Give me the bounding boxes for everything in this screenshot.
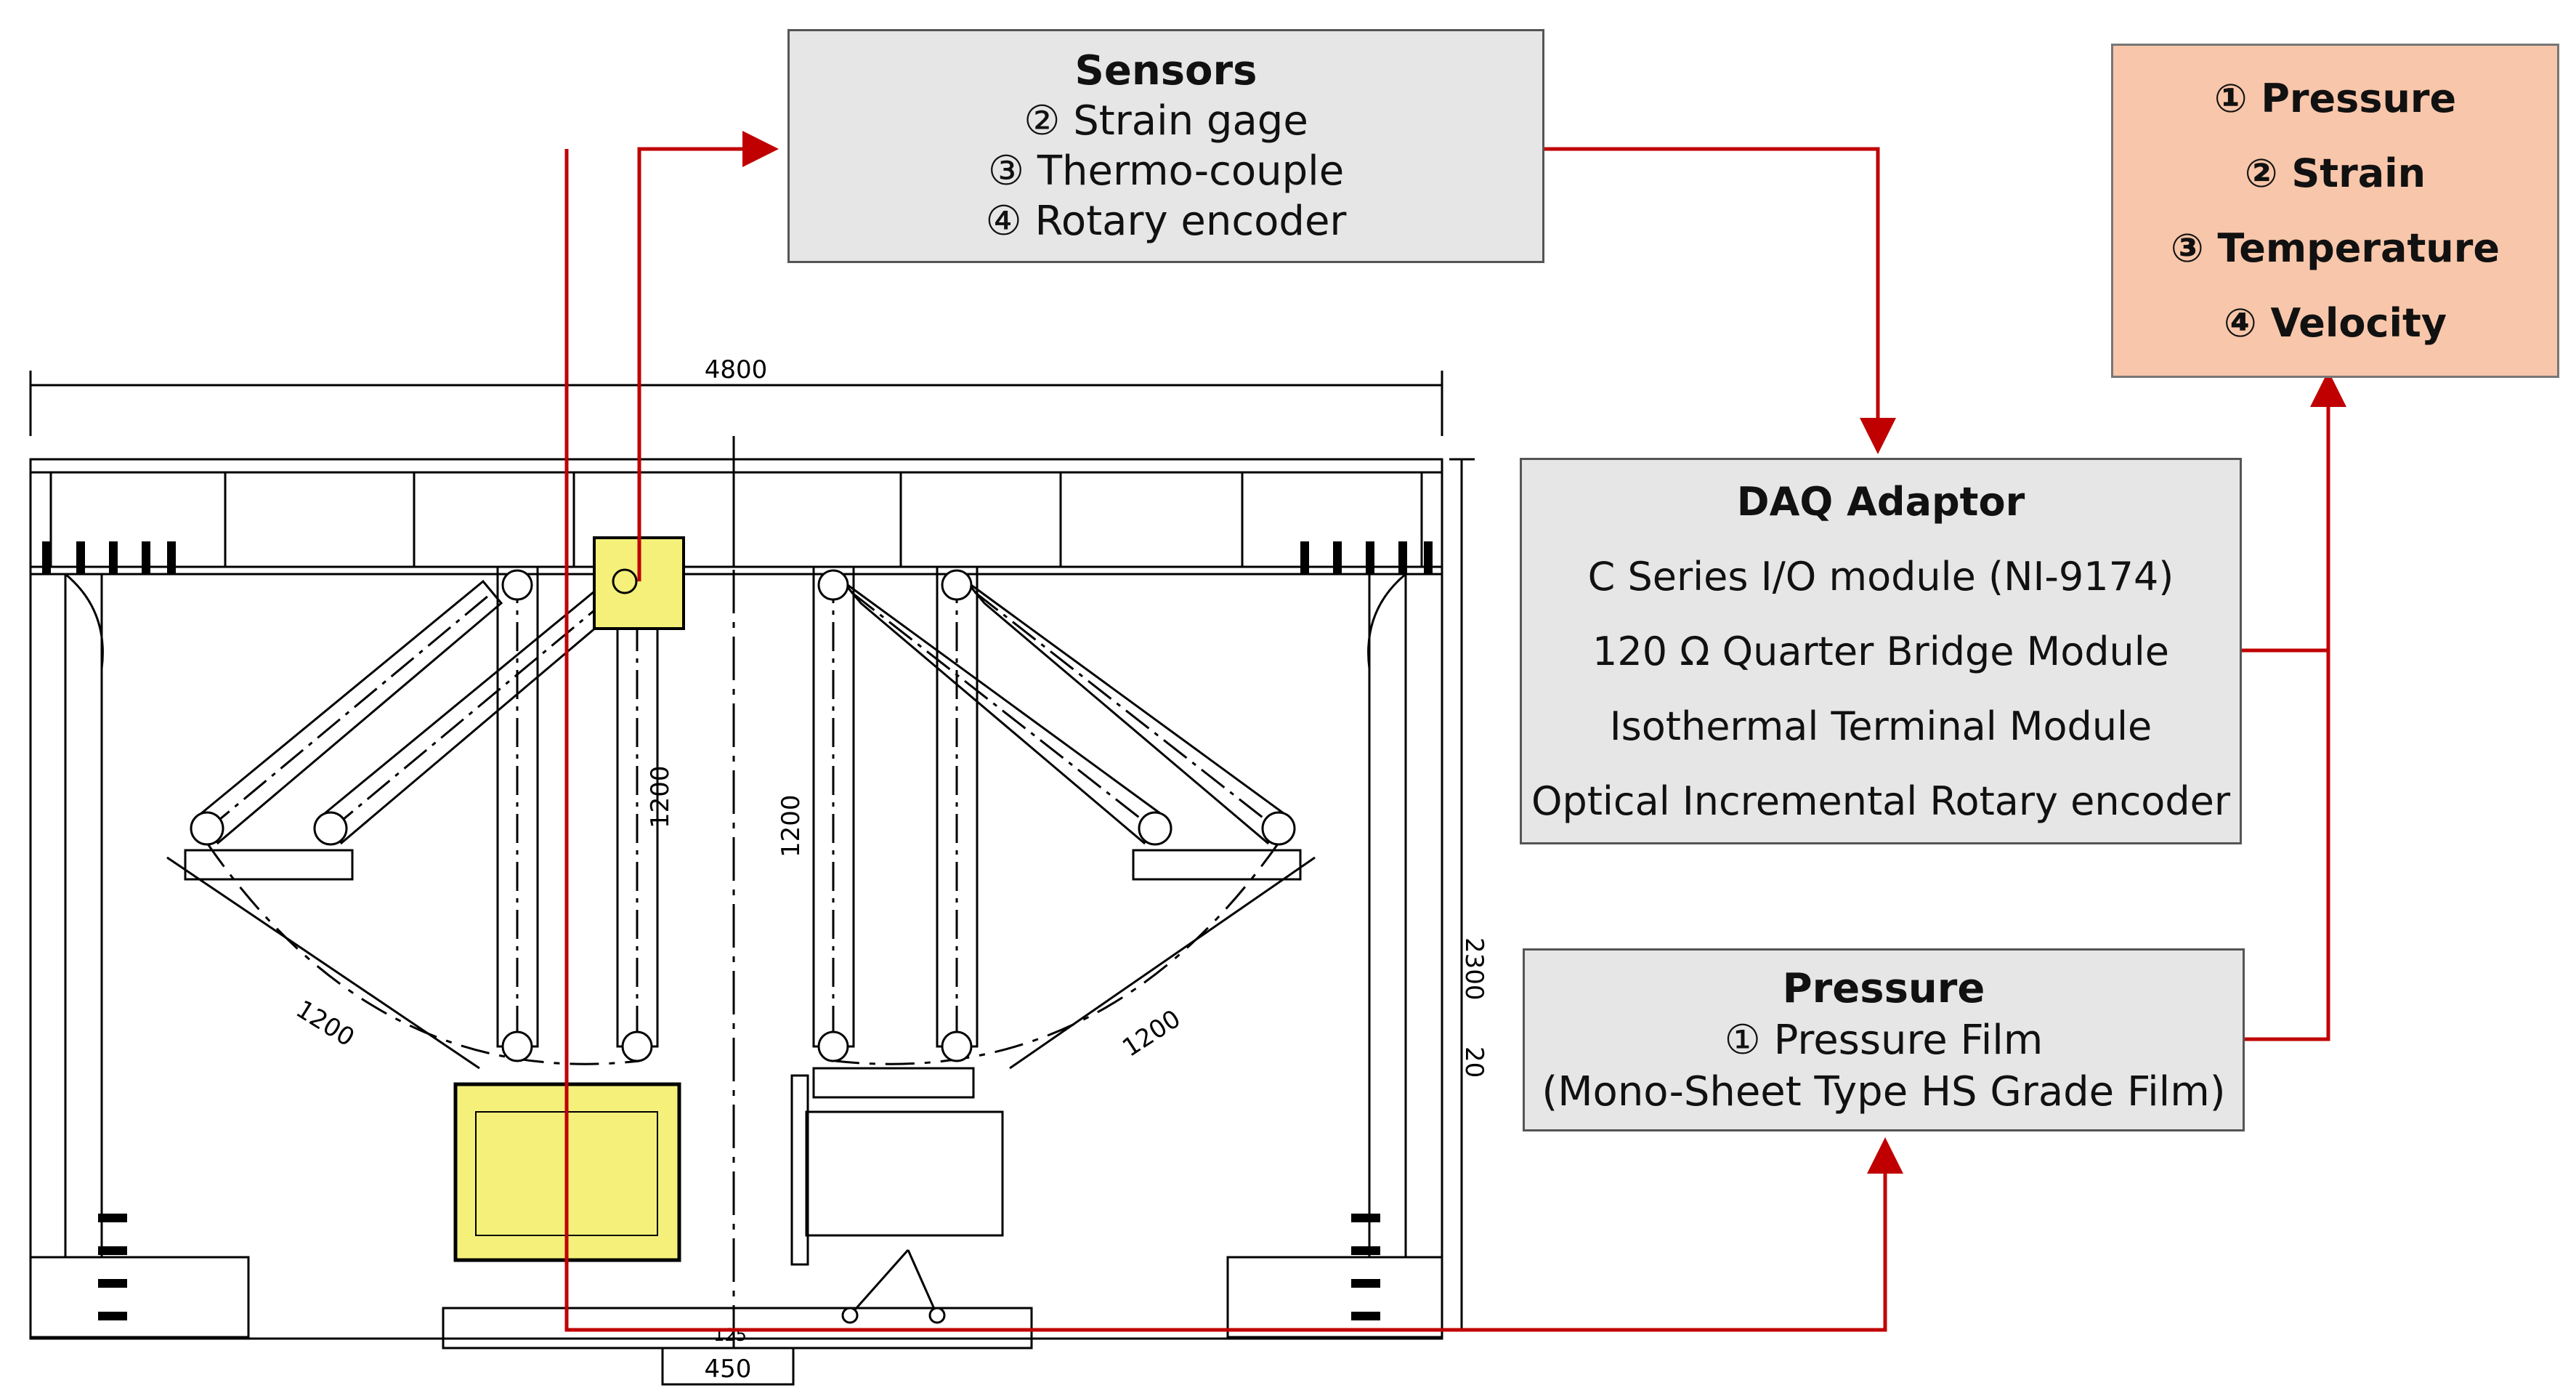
column-height-label-left: 1200 bbox=[646, 765, 675, 828]
sensor-item-thermocouple: ③ Thermo-couple bbox=[987, 148, 1345, 195]
pivot-pins bbox=[190, 569, 1296, 1324]
sensors-title: Sensors bbox=[1074, 47, 1257, 94]
arm-length-label-left: 1200 bbox=[291, 995, 360, 1053]
output-item-temperature: ③ Temperature bbox=[2171, 225, 2500, 271]
column-height-label-right: 1200 bbox=[777, 794, 806, 858]
daq-title: DAQ Adaptor bbox=[1736, 478, 2025, 525]
pressure-box: Pressure ① Pressure Film (Mono-Sheet Typ… bbox=[1523, 948, 2245, 1131]
bolt-groups bbox=[42, 541, 1433, 1320]
small-dim-label: 125 bbox=[713, 1325, 747, 1345]
width-dimension-label: 4800 bbox=[705, 355, 768, 384]
output-item-pressure: ① Pressure bbox=[2214, 76, 2457, 121]
outputs-box: ① Pressure ② Strain ③ Temperature ④ Velo… bbox=[2111, 44, 2559, 378]
sensors-box: Sensors ② Strain gage ③ Thermo-couple ④ … bbox=[787, 29, 1544, 263]
total-height-label: 2300 bbox=[1459, 937, 1489, 1001]
daq-item-rotary-encoder: Optical Incremental Rotary encoder bbox=[1531, 778, 2231, 824]
daq-adaptor-box: DAQ Adaptor C Series I/O module (NI-9174… bbox=[1520, 458, 2242, 844]
daq-item-bridge-module: 120 Ω Quarter Bridge Module bbox=[1592, 628, 2169, 674]
output-item-strain: ② Strain bbox=[2244, 150, 2426, 196]
output-item-velocity: ④ Velocity bbox=[2223, 300, 2447, 346]
height-dimension bbox=[1449, 458, 1475, 1331]
base-width-label: 450 bbox=[705, 1355, 752, 1384]
small-height-label: 20 bbox=[1459, 1046, 1489, 1078]
daq-item-terminal-module: Isothermal Terminal Module bbox=[1609, 703, 2152, 749]
frame-outline bbox=[29, 436, 1443, 1386]
width-dimension bbox=[29, 371, 1443, 436]
arm-structure bbox=[166, 565, 1316, 1316]
pressure-title: Pressure bbox=[1782, 964, 1985, 1012]
sensor-item-rotary-encoder: ④ Rotary encoder bbox=[985, 198, 1347, 245]
daq-item-io-module: C Series I/O module (NI-9174) bbox=[1587, 553, 2174, 600]
sensor-item-strain-gage: ② Strain gage bbox=[1024, 97, 1308, 145]
pressure-item-film: ① Pressure Film bbox=[1724, 1016, 2044, 1064]
pressure-item-film-type: (Mono-Sheet Type HS Grade Film) bbox=[1542, 1068, 2226, 1115]
arm-length-label-right: 1200 bbox=[1117, 1004, 1186, 1063]
signal-connectors bbox=[564, 131, 2346, 1332]
